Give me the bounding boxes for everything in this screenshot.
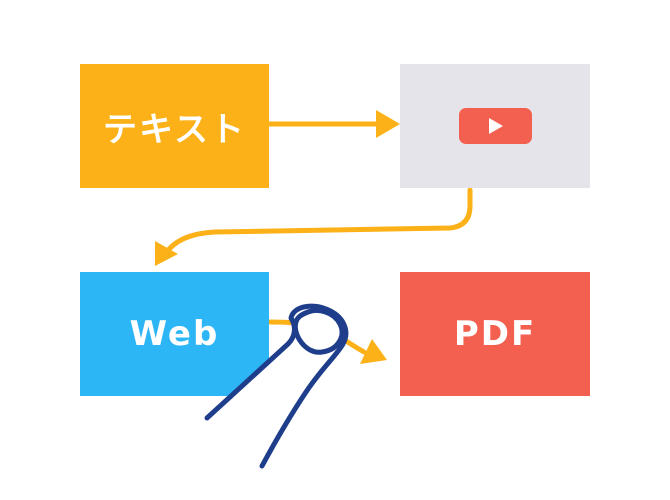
arrowhead-to-pdf [360, 339, 387, 364]
arrowhead-to-video [376, 110, 400, 138]
web-box-label: Web [129, 314, 220, 354]
text-box: テキスト [80, 64, 269, 188]
arrow-video-to-web [160, 187, 473, 261]
arrowhead-to-web [155, 241, 178, 266]
video-box [400, 64, 590, 188]
pdf-box-label: PDF [453, 314, 537, 354]
play-button-icon [458, 108, 532, 144]
play-triangle-icon [488, 118, 503, 134]
web-box: Web [80, 272, 269, 396]
arrow-web-to-pdf [267, 319, 367, 355]
text-box-label: テキスト [103, 109, 246, 150]
pdf-box: PDF [400, 272, 590, 396]
